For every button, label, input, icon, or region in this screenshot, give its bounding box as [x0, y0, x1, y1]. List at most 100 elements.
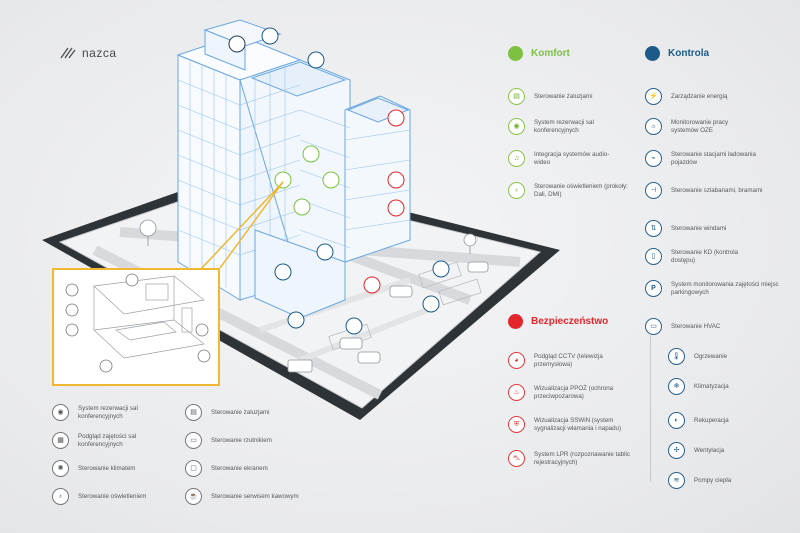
komfort-item-meeting[interactable]: ◉ System rezerwacji sal konferencyjnych — [508, 118, 629, 135]
fan-icon: ✢ — [668, 442, 685, 459]
komfort-header: Komfort — [508, 46, 570, 61]
fire-icon: ♨ — [508, 384, 525, 401]
security-item-alarm[interactable]: ⛨ Wizualizacja SSWiN (system sygnalizacj… — [508, 416, 646, 433]
cctv-icon: ◕ — [508, 352, 525, 369]
kontrola-item-access[interactable]: ▯ Sterowanie KD (kontrola dostępu) — [645, 248, 751, 265]
lightbulb-icon: ♁ — [52, 488, 69, 505]
meeting-room-icon: ◉ — [52, 404, 69, 421]
hvac-item-label: Ogrzewanie — [694, 352, 728, 360]
elevator-icon: ⇅ — [645, 220, 662, 237]
security-item-label: System LPR (rozpoznawanie tablic rejestr… — [534, 450, 630, 466]
lightbulb-icon: ♁ — [508, 182, 525, 199]
legend-item-blinds: ▤ Sterowanie żaluzjami — [185, 404, 269, 421]
meeting-room-drawing — [65, 273, 211, 373]
security-item-lpr[interactable]: ⛍ System LPR (rozpoznawanie tablic rejes… — [508, 450, 646, 467]
komfort-item-label: Sterowanie żaluzjami — [534, 92, 593, 100]
parking-icon: P — [645, 280, 662, 297]
komfort-title: Komfort — [531, 48, 570, 59]
car-icon: ⛍ — [508, 450, 525, 467]
brand-logo: nazca — [60, 46, 117, 60]
legend-item-meeting: ◉ System rezerwacji sal konferencyjnych — [52, 404, 178, 421]
hvac-item-label: Wentylacja — [694, 446, 725, 454]
kontrola-item-elevator[interactable]: ⇅ Sterowanie windami — [645, 220, 726, 237]
kontrola-item-label: Sterowanie stacjami ładowania pojazdów — [671, 150, 756, 166]
meeting-room-icon: ◉ — [508, 118, 525, 135]
legend-item-climate: ✺ Sterowanie klimatem — [52, 460, 135, 477]
hvac-item-heating[interactable]: 🌡 Ogrzewanie — [668, 348, 727, 365]
kontrola-dot — [645, 46, 660, 61]
nazca-mark-icon — [60, 47, 76, 59]
kontrola-item-label: Sterowanie HVAC — [671, 322, 721, 330]
kontrola-item-label: Sterowanie szlabanami, bramami — [671, 186, 763, 194]
hvac-item-label: Klimatyzacja — [694, 382, 729, 390]
ev-charger-icon: ⌁ — [645, 150, 662, 167]
lightning-icon: ⚡ — [645, 88, 662, 105]
komfort-item-label: Sterowanie oświetleniem (prokoły: Dali, … — [534, 182, 628, 198]
blinds-icon: ▤ — [185, 404, 202, 421]
legend-item-label: Sterowanie rzutnikiem — [211, 436, 272, 444]
kontrola-item-hvac[interactable]: ▭ Sterowanie HVAC — [645, 318, 720, 335]
thermometer-icon: 🌡 — [668, 348, 685, 365]
barrier-icon: ⊣ — [645, 182, 662, 199]
legend-item-label: Sterowanie żaluzjami — [211, 408, 270, 416]
komfort-item-label: System rezerwacji sal konferencyjnych — [534, 118, 594, 134]
komfort-dot — [508, 46, 523, 61]
komfort-item-label: Integracja systemów audio-wideo — [534, 150, 610, 166]
legend-item-projector: ▭ Sterowanie rzutnikiem — [185, 432, 272, 449]
shield-icon: ⛨ — [508, 416, 525, 433]
occupancy-icon: ▦ — [52, 432, 69, 449]
legend-item-label: Sterowanie klimatem — [78, 464, 136, 472]
snowflake-icon: ❄ — [668, 378, 685, 395]
bezpieczenstwo-dot — [508, 314, 523, 329]
climate-icon: ✺ — [52, 460, 69, 477]
meeting-room-inset — [52, 268, 220, 386]
kontrola-item-barrier[interactable]: ⊣ Sterowanie szlabanami, bramami — [645, 182, 762, 199]
hvac-connector-line — [650, 334, 652, 482]
security-item-label: Wizualizacja PPOŻ (ochrona przeciwpożaro… — [534, 384, 614, 400]
legend-item-label: Podgląd zajętości sal konferencyjnych — [78, 432, 137, 448]
legend-item-label: Sterowanie oświetleniem — [78, 492, 147, 500]
sun-icon: ☼ — [645, 118, 662, 135]
security-item-label: Podgląd CCTV (telewizja przemysłowa) — [534, 352, 603, 368]
kontrola-item-label: Sterowanie windami — [671, 224, 727, 232]
security-item-label: Wizualizacja SSWiN (system sygnalizacji … — [534, 416, 622, 432]
hvac-item-label: Pompy ciepła — [694, 476, 732, 484]
projector-icon: ▭ — [185, 432, 202, 449]
kontrola-header: Kontrola — [645, 46, 709, 61]
komfort-item-lighting[interactable]: ♁ Sterowanie oświetleniem (prokoły: Dali… — [508, 182, 629, 199]
brand-name: nazca — [82, 46, 117, 60]
hvac-item-cooling[interactable]: ❄ Klimatyzacja — [668, 378, 729, 395]
kontrola-item-energy[interactable]: ⚡ Zarządzanie energią — [645, 88, 727, 105]
hvac-item-label: Rekuperacja — [694, 416, 729, 424]
security-item-fire[interactable]: ♨ Wizualizacja PPOŻ (ochrona przeciwpoża… — [508, 384, 634, 401]
hvac-item-heat-pump[interactable]: ≋ Pompy ciepła — [668, 472, 731, 489]
legend-item-label: Sterowanie serwisem kawowym — [211, 492, 299, 500]
hvac-item-ventilation[interactable]: ✢ Wentylacja — [668, 442, 724, 459]
recuperation-icon: ◐ — [668, 412, 685, 429]
kontrola-item-label: Sterowanie KD (kontrola dostępu) — [671, 248, 739, 264]
security-item-cctv[interactable]: ◕ Podgląd CCTV (telewizja przemysłowa) — [508, 352, 624, 369]
legend-item-label: Sterowanie ekranem — [211, 464, 268, 472]
kontrola-item-oze[interactable]: ☼ Monitorowanie pracy systemów OZE — [645, 118, 751, 135]
kontrola-item-label: Monitorowanie pracy systemów OZE — [671, 118, 729, 134]
legend-item-lighting: ♁ Sterowanie oświetleniem — [52, 488, 146, 505]
komfort-item-blinds[interactable]: ▤ Sterowanie żaluzjami — [508, 88, 592, 105]
coffee-icon: ☕ — [185, 488, 202, 505]
kontrola-item-label: System monitorowania zajętości miejsc pa… — [671, 280, 779, 296]
bezpieczenstwo-header: Bezpieczeństwo — [508, 314, 608, 329]
komfort-item-audio[interactable]: ♫ Integracja systemów audio-wideo — [508, 150, 614, 167]
blinds-icon: ▤ — [508, 88, 525, 105]
screen-icon: ▢ — [185, 460, 202, 477]
kontrola-item-ev[interactable]: ⌁ Sterowanie stacjami ładowania pojazdów — [645, 150, 776, 167]
hvac-icon: ▭ — [645, 318, 662, 335]
legend-item-occupancy: ▦ Podgląd zajętości sal konferencyjnych — [52, 432, 178, 449]
legend-item-coffee: ☕ Sterowanie serwisem kawowym — [185, 488, 299, 505]
access-door-icon: ▯ — [645, 248, 662, 265]
hvac-item-recuperation[interactable]: ◐ Rekuperacja — [668, 412, 729, 429]
kontrola-title: Kontrola — [668, 48, 710, 59]
heat-pump-icon: ≋ — [668, 472, 685, 489]
kontrola-item-label: Zarządzanie energią — [671, 92, 728, 100]
bezpieczenstwo-title: Bezpieczeństwo — [531, 316, 609, 327]
kontrola-item-parking[interactable]: P System monitorowania zajętości miejsc … — [645, 280, 796, 297]
